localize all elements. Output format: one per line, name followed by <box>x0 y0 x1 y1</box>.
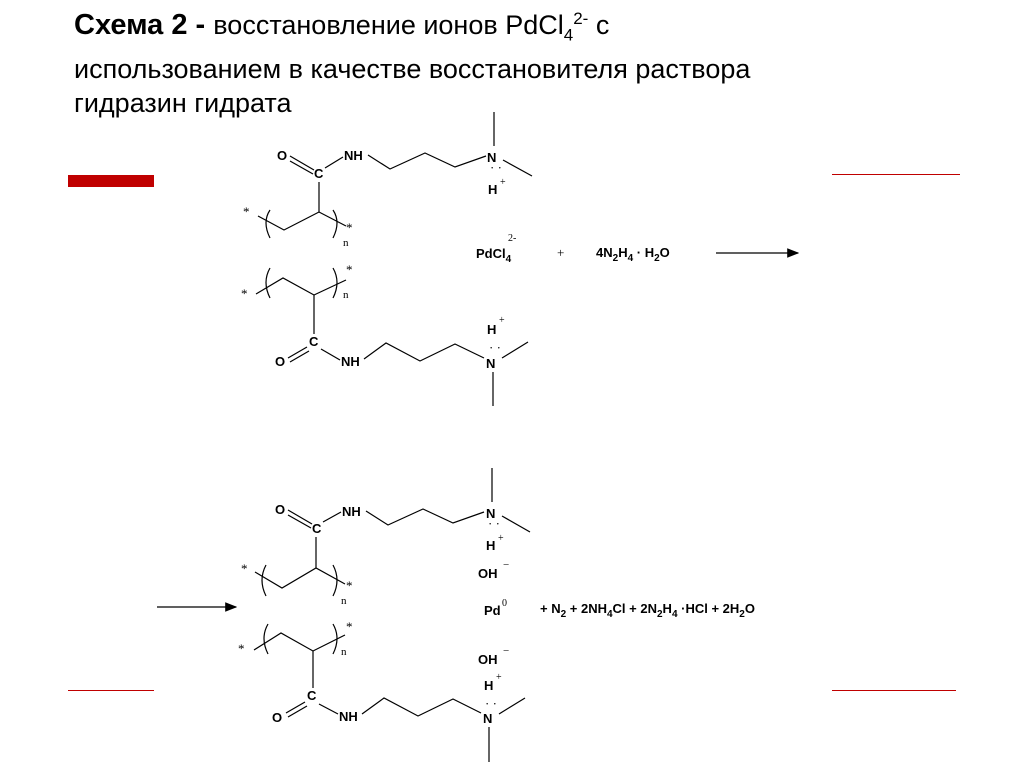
atom-c: C <box>312 521 322 536</box>
charge-plus: + <box>499 315 505 326</box>
title-after: с <box>588 10 610 40</box>
charge-plus: + <box>500 177 506 188</box>
charge-minus: − <box>503 645 509 657</box>
red-rule-right-bottom <box>832 690 956 691</box>
atom-n: N <box>487 150 496 165</box>
end-star: * <box>243 204 250 219</box>
atom-o: O <box>275 502 285 517</box>
byproducts-formula: + N2 + 2NH4Cl + 2N2H4 ·HCl + 2H2O <box>540 601 755 620</box>
charge-minus: − <box>503 559 509 571</box>
atom-h: H <box>487 322 496 337</box>
title-line1: восстановление ионов PdCl <box>213 10 564 40</box>
atom-c: C <box>309 334 319 349</box>
charge-plus: + <box>498 533 504 544</box>
title-sup: 2- <box>573 9 589 28</box>
lone-pair-dots: · · <box>490 160 502 175</box>
red-accent-bar-left <box>68 175 154 187</box>
title-sub: 4 <box>563 25 574 45</box>
end-star: * <box>346 619 353 634</box>
hydroxide-label: OH <box>478 566 498 581</box>
atom-nh: NH <box>342 504 361 519</box>
lone-pair-dots: · · <box>489 340 501 355</box>
slide-title: Схема 2 - восстановление ионов PdCl42- с… <box>74 2 994 120</box>
pdcl-charge: 2- <box>508 233 516 244</box>
reactant-polymer-upper-unit: O C NH N · · H + * * n <box>243 112 533 249</box>
end-star: * <box>241 561 248 576</box>
subscript-n: n <box>343 289 349 301</box>
atom-n: N <box>486 356 495 371</box>
reactant-polymer-lower-unit: * n * C O NH N · · H + <box>241 262 529 406</box>
product-polymer-lower-unit: * n * C O NH N · · H + OH − <box>238 619 526 762</box>
plus-sign: + <box>557 245 564 260</box>
atom-n: N <box>486 506 495 521</box>
reaction1-reagents: PdCl4 2- + 4N2H4 · H2O <box>476 233 800 265</box>
atom-h: H <box>484 678 493 693</box>
subscript-n: n <box>341 646 347 658</box>
palladium-formula: Pd <box>484 603 501 618</box>
title-dash: - <box>187 9 214 41</box>
scheme-number: Схема 2 <box>74 9 188 41</box>
red-rule-right-top <box>832 174 960 175</box>
end-star: * <box>346 262 353 277</box>
subscript-n: n <box>343 237 349 249</box>
atom-nh: NH <box>344 148 363 163</box>
end-star: * <box>346 220 353 235</box>
atom-o: O <box>275 354 285 369</box>
title-line3: гидразин гидрата <box>74 88 292 119</box>
title-line2: использованием в качестве восстановителя… <box>74 54 751 85</box>
end-star: * <box>346 578 353 593</box>
end-star: * <box>238 641 245 656</box>
atom-c: C <box>307 688 317 703</box>
lone-pair-dots: · · <box>485 696 497 711</box>
red-rule-left-bottom <box>68 690 154 691</box>
hydrazine-hydrate-formula: 4N2H4 · H2O <box>596 245 670 264</box>
hydroxide-label: OH <box>478 652 498 667</box>
reaction2-products: Pd 0 + N2 + 2NH4Cl + 2N2H4 ·HCl + 2H2O <box>484 598 755 620</box>
atom-h: H <box>486 538 495 553</box>
subscript-n: n <box>341 595 347 607</box>
atom-o: O <box>272 710 282 725</box>
palladium-oxidation-state: 0 <box>502 598 507 609</box>
atom-h: H <box>488 182 497 197</box>
atom-n: N <box>483 711 492 726</box>
atom-nh: NH <box>341 354 360 369</box>
product-polymer-upper-unit: O C NH N · · H + OH − * * n <box>241 468 531 607</box>
atom-o: O <box>277 148 287 163</box>
charge-plus: + <box>496 672 502 683</box>
pdcl-formula: PdCl4 <box>476 246 512 265</box>
atom-c: C <box>314 166 324 181</box>
lone-pair-dots: · · <box>488 516 500 531</box>
end-star: * <box>241 286 248 301</box>
atom-nh: NH <box>339 709 358 724</box>
